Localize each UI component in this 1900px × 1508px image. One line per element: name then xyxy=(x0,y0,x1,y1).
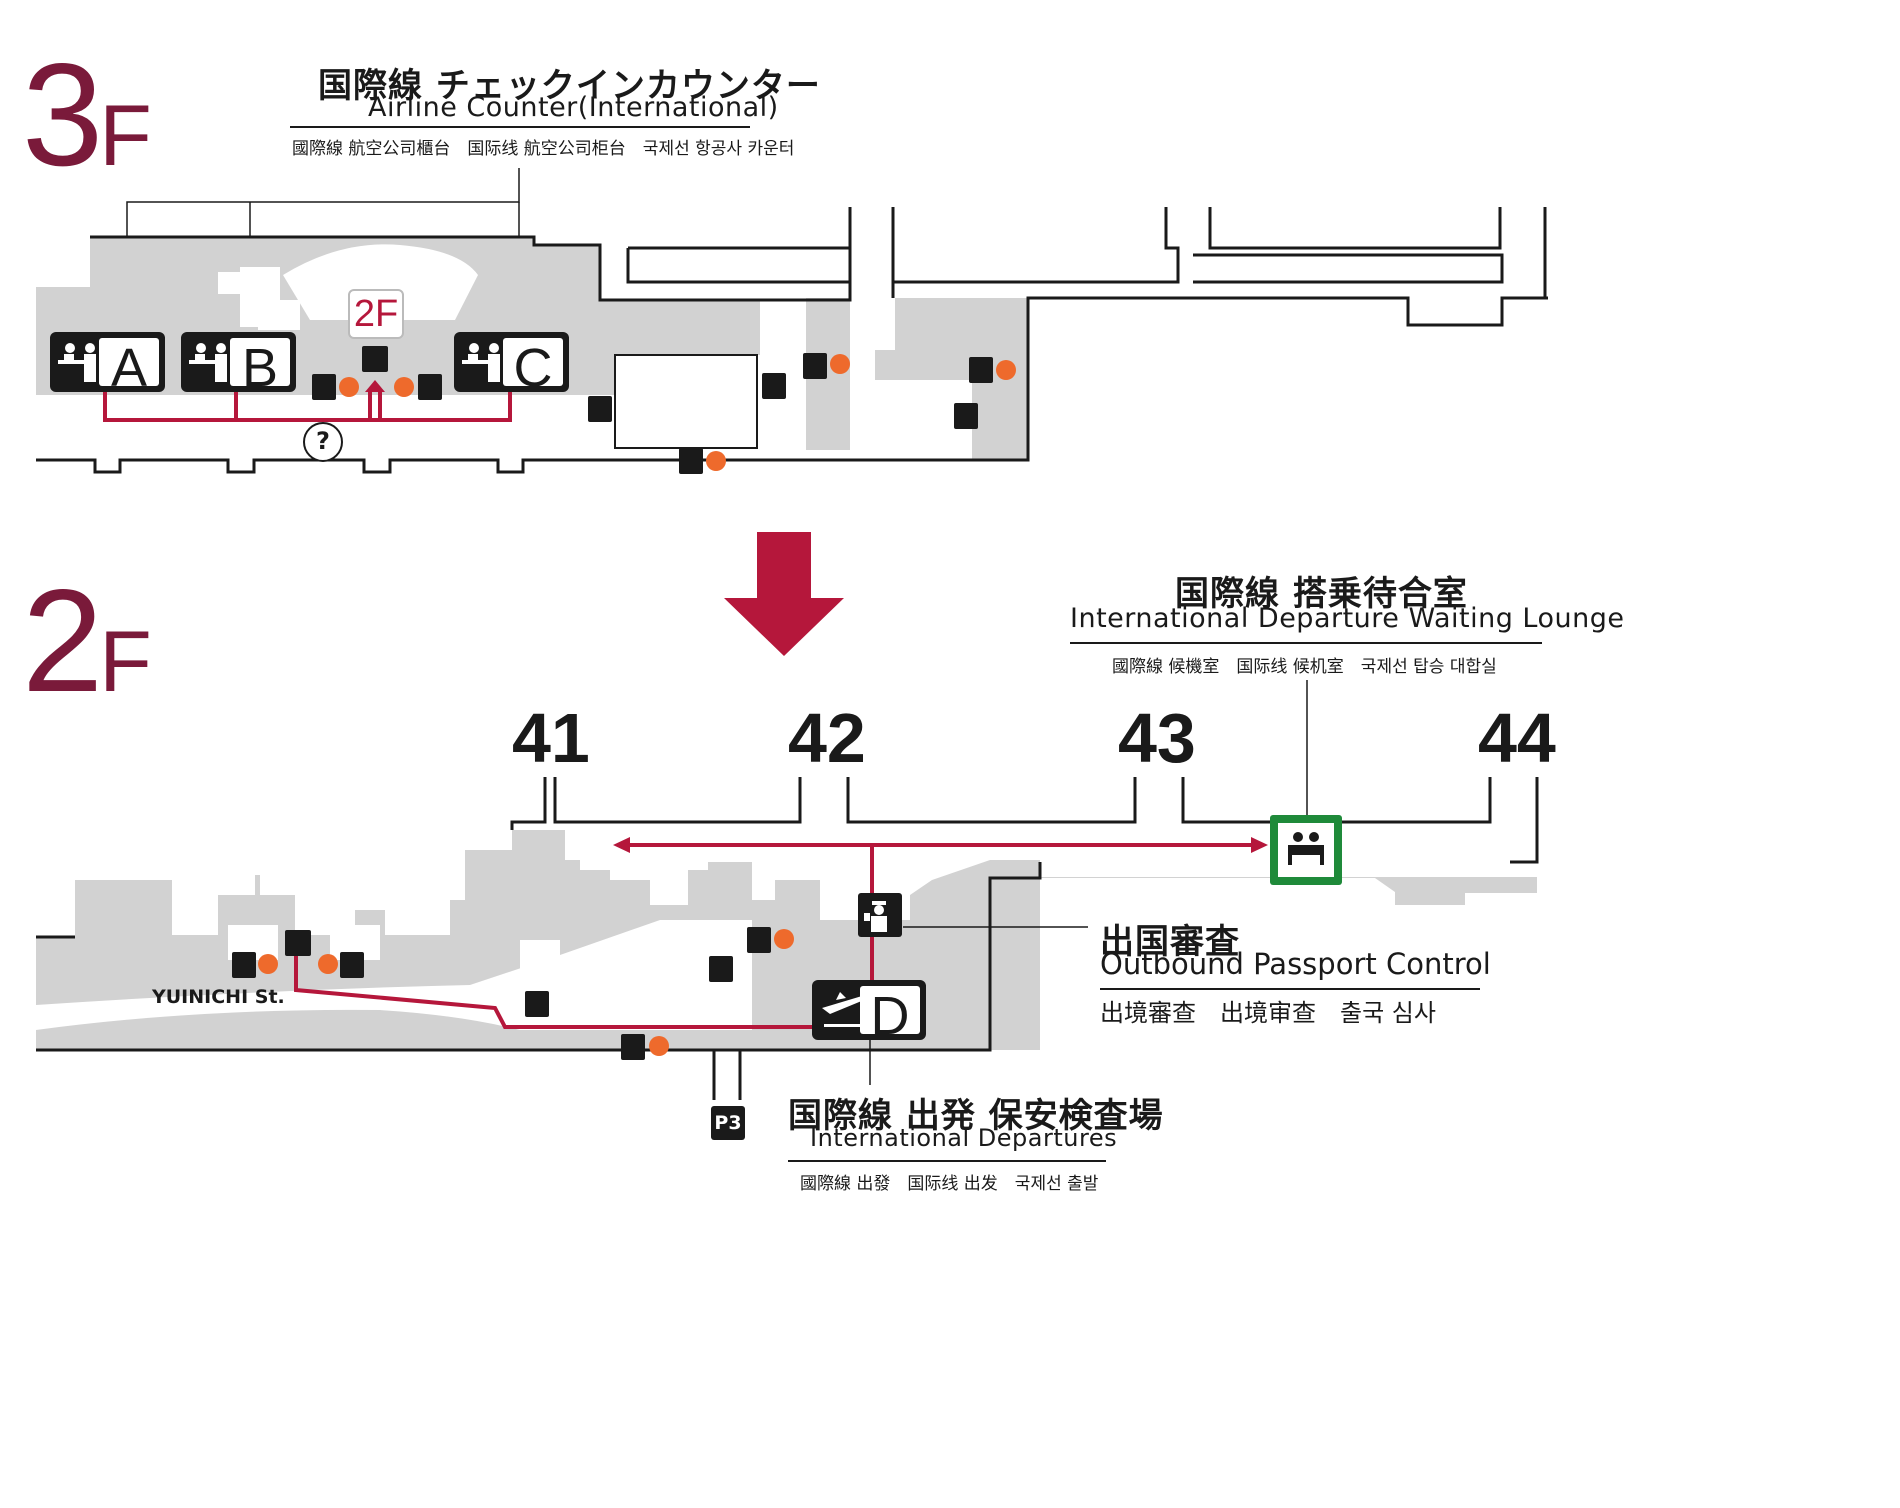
floor-2f-badge[interactable]: 2F xyxy=(348,289,404,339)
lounge-title-ml: 國際線 候機室 国际线 候机室 국제선 탑승 대합실 xyxy=(1112,657,1497,677)
counter-title-rule xyxy=(290,126,750,128)
passport-title-jp: 出国審査 xyxy=(1100,922,1240,962)
departures-title-ml: 國際線 出發 国际线 出发 국제선 출발 xyxy=(800,1174,1099,1194)
gate-42: 42 xyxy=(788,699,866,777)
information-icon[interactable]: ? xyxy=(303,422,343,462)
gate-43: 43 xyxy=(1118,699,1196,777)
floor-number: 2 xyxy=(22,559,103,722)
floor-3-walls xyxy=(36,207,1548,474)
floor-number: 3 xyxy=(22,33,103,196)
street-label: YUINICHI St. xyxy=(152,986,285,1008)
departures-title-jp: 国際線 出発 保安検査場 xyxy=(788,1096,1164,1136)
counter-a[interactable]: A xyxy=(50,332,165,398)
floor-unit: F xyxy=(99,88,152,184)
departures-letter: D xyxy=(860,986,920,1046)
departures-title-en: International Departures xyxy=(810,1124,1118,1152)
counter-title-en: Airline Counter(International) xyxy=(368,92,779,123)
departures-title-rule xyxy=(788,1160,1106,1162)
passport-officer-icon[interactable] xyxy=(858,893,902,937)
passport-title-ml: 出境審查 出境审查 출국 심사 xyxy=(1100,999,1436,1027)
down-arrow-icon xyxy=(724,532,844,656)
departures-gate-d[interactable]: D xyxy=(812,980,926,1046)
waiting-seats-icon xyxy=(1288,832,1324,865)
floor-3-elevator-dots xyxy=(339,354,1016,471)
counter-staff-icon xyxy=(189,343,227,382)
gate-41: 41 xyxy=(512,699,590,777)
floor-unit: F xyxy=(99,614,152,710)
floor-2-label: 2F xyxy=(22,568,152,714)
officer-figure-icon xyxy=(864,901,887,932)
counter-title-jp: 国際線 チェックインカウンター xyxy=(318,66,821,106)
counter-staff-icon xyxy=(58,343,96,382)
parking-p3-label[interactable]: P3 xyxy=(711,1106,745,1140)
floor-3-route xyxy=(103,380,512,422)
floor-2-icons xyxy=(232,927,771,1060)
floor-2-elevator-dots xyxy=(258,929,794,1056)
gate-44: 44 xyxy=(1478,699,1556,777)
floor-3-icons xyxy=(312,346,993,474)
passport-title-rule xyxy=(1100,988,1480,990)
lounge-icon[interactable] xyxy=(1270,815,1342,885)
counter-staff-icon xyxy=(462,343,500,382)
departure-plane-icon xyxy=(822,992,864,1027)
lounge-title-rule xyxy=(1070,642,1542,644)
lounge-title-en: International Departure Waiting Lounge xyxy=(1070,603,1625,634)
passport-title-en: Outbound Passport Control xyxy=(1100,947,1491,981)
lounge-title-jp: 国際線 搭乗待合室 xyxy=(1175,574,1468,614)
floor-3-label: 3F xyxy=(22,42,152,188)
counter-title-ml: 國際線 航空公司櫃台 国际线 航空公司柜台 국제선 항공사 카운터 xyxy=(292,139,795,159)
counter-c[interactable]: C xyxy=(454,332,569,398)
counter-b[interactable]: B xyxy=(181,332,296,398)
